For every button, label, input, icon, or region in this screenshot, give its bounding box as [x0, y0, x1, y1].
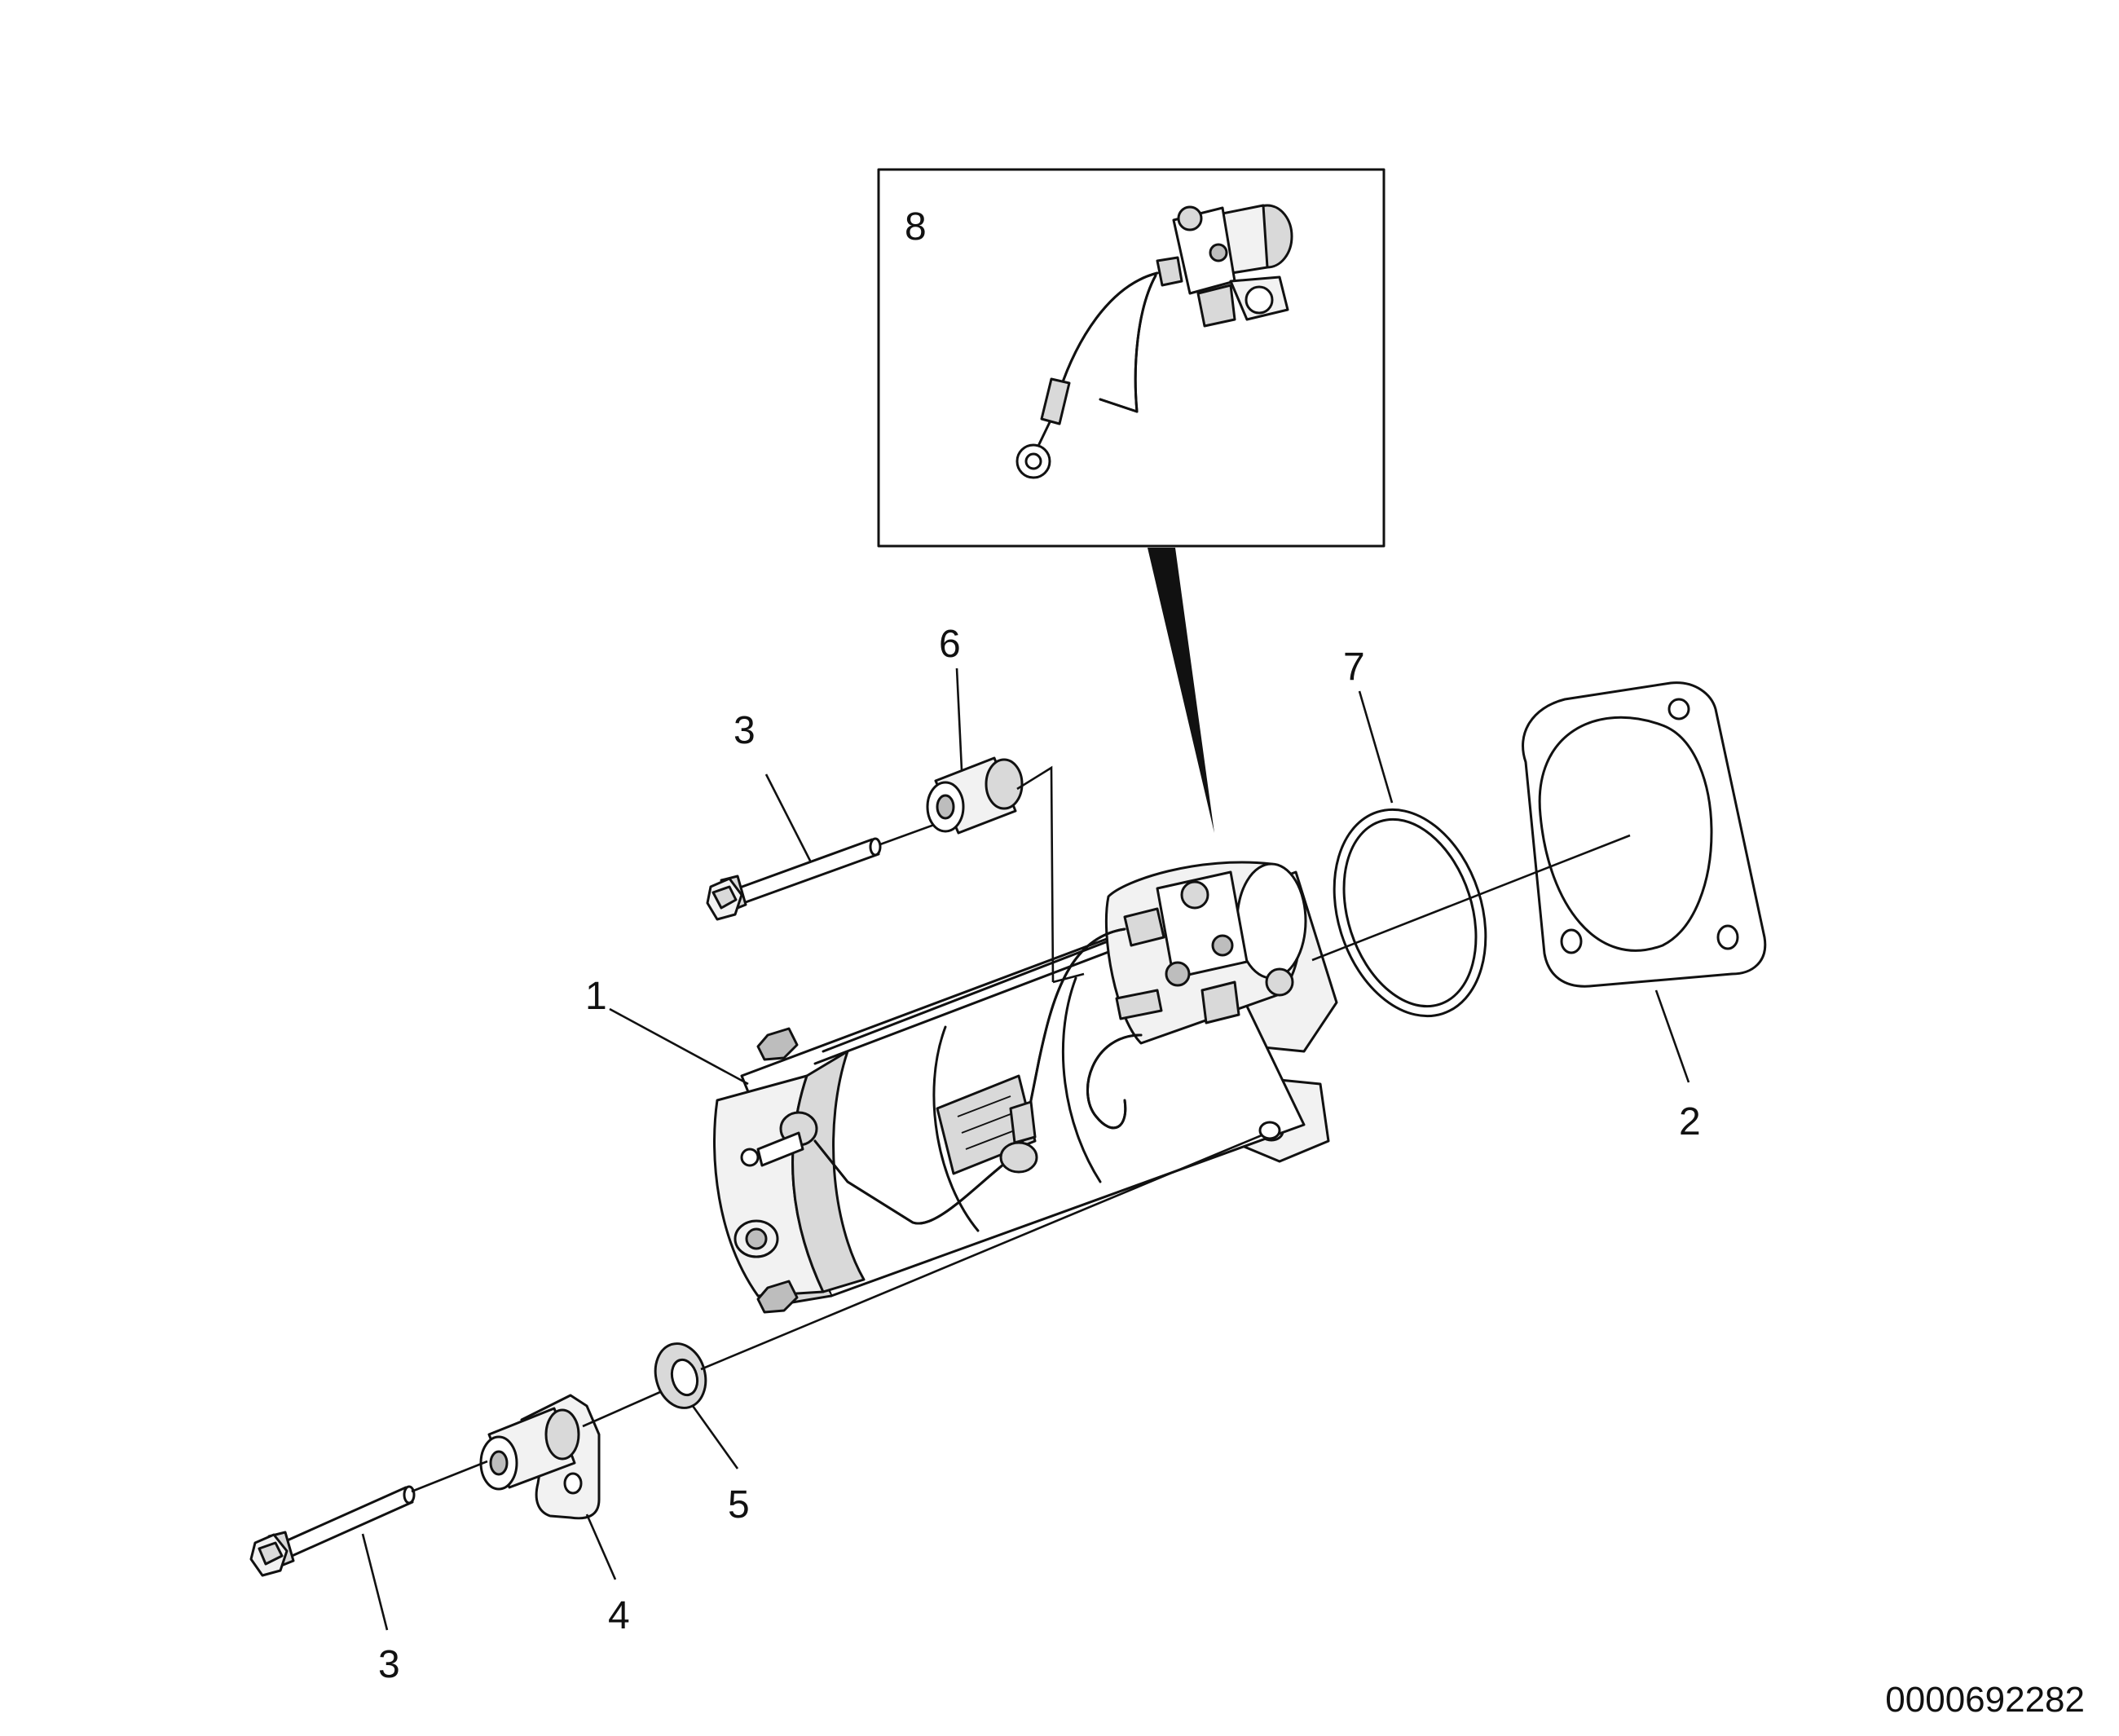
- callout-7: 7: [1343, 645, 1365, 689]
- solenoid-cable-assembly-inset: [1015, 204, 1293, 479]
- callout-3-upper: 3: [734, 709, 756, 752]
- callout-2: 2: [1679, 1100, 1701, 1143]
- o-ring-seal: [1333, 808, 1487, 1018]
- washer: [654, 1342, 707, 1409]
- assembly-axis-lines: [411, 765, 1631, 1493]
- callout-5: 5: [728, 1483, 750, 1527]
- callout-4: 4: [608, 1594, 630, 1637]
- callout-3-lower: 3: [378, 1643, 400, 1686]
- callout-labels: 1 2 3 3 4 5 6 7 8: [378, 205, 1701, 1686]
- support-bracket: [479, 1394, 601, 1520]
- callout-8: 8: [905, 205, 927, 249]
- document-number: 0000692282: [1885, 1680, 2085, 1720]
- upper-mounting-bolt: [706, 837, 882, 921]
- callout-leaders: [361, 668, 1690, 1631]
- mounting-gasket: [1522, 681, 1767, 988]
- callout-1: 1: [585, 975, 607, 1018]
- starter-motor: [713, 861, 1338, 1314]
- inset-detail-box: [877, 168, 1386, 833]
- lower-mounting-bolt: [249, 1485, 416, 1577]
- callout-6: 6: [939, 623, 961, 666]
- spacer-sleeve: [926, 756, 1024, 835]
